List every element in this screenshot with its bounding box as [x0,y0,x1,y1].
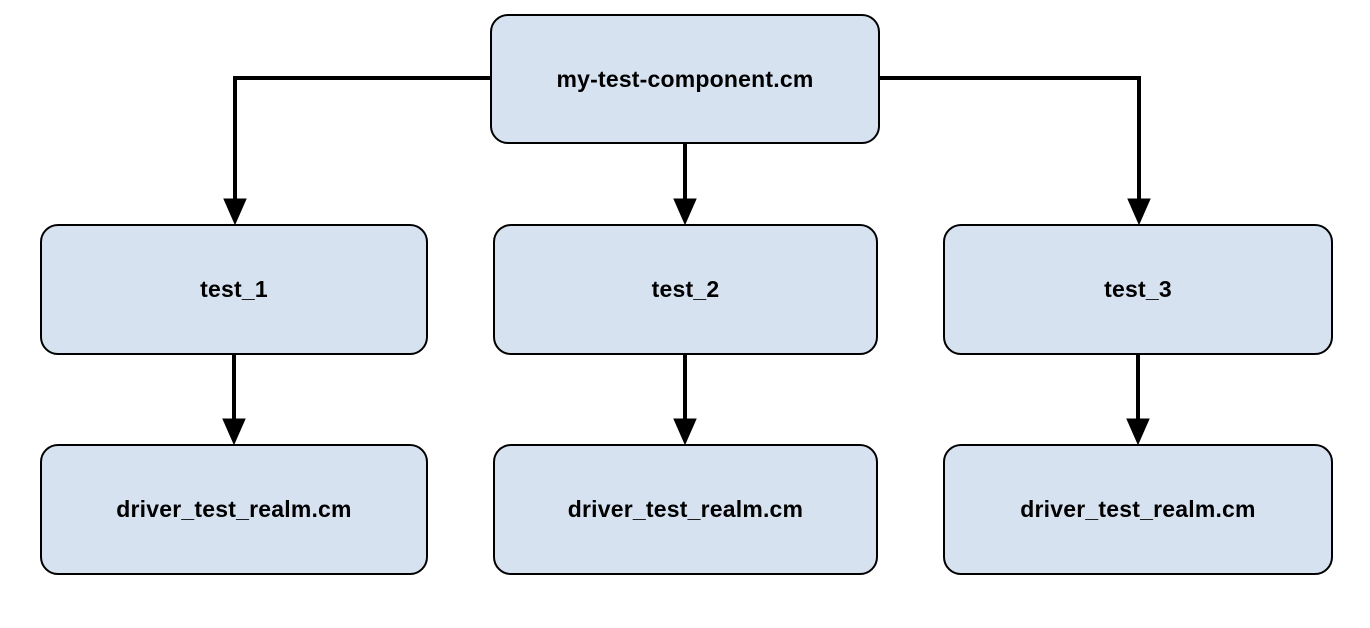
node-driver-test-realm-1: driver_test_realm.cm [40,444,428,575]
connector-root-to-test3 [880,76,1151,226]
node-test-1: test_1 [40,224,428,355]
node-test-3: test_3 [943,224,1333,355]
node-my-test-component: my-test-component.cm [490,14,880,144]
node-driver-test-realm-2-label: driver_test_realm.cm [567,496,804,522]
node-test-2-label: test_2 [651,276,720,302]
node-test-2: test_2 [493,224,878,355]
connector-root-to-test2 [673,144,697,226]
node-driver-test-realm-2: driver_test_realm.cm [493,444,878,575]
node-driver-test-realm-3: driver_test_realm.cm [943,444,1333,575]
connector-root-to-test1 [223,76,490,226]
node-driver-test-realm-3-label: driver_test_realm.cm [1020,496,1256,522]
node-test-3-label: test_3 [1104,276,1172,302]
connector-test1-to-driver1 [222,355,246,446]
connector-test3-to-driver3 [1126,355,1150,446]
connector-test2-to-driver2 [673,355,697,446]
node-test-1-label: test_1 [200,276,268,302]
node-my-test-component-label: my-test-component.cm [556,65,814,92]
node-driver-test-realm-1-label: driver_test_realm.cm [116,496,352,522]
